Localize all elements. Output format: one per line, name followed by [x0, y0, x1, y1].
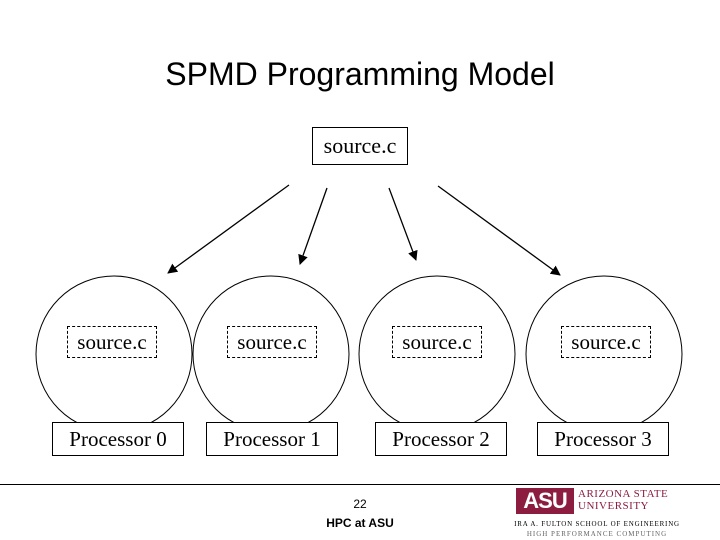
processor-1-source-copy: source.c — [227, 326, 317, 358]
source-file-box: source.c — [312, 127, 408, 165]
footer-text: HPC at ASU — [326, 516, 394, 530]
university-name-line1: ARIZONA STATE — [578, 488, 669, 500]
arrow-to-processor-0 — [167, 184, 290, 274]
processor-1-label: Processor 1 — [206, 422, 338, 456]
department-name: HIGH PERFORMANCE COMPUTING — [526, 530, 668, 538]
university-name-line2: UNIVERSITY — [578, 500, 649, 512]
processor-0-label: Processor 0 — [52, 422, 184, 456]
page-number: 22 — [353, 497, 367, 511]
processor-3-source-copy: source.c — [561, 326, 651, 358]
slide-title: SPMD Programming Model — [165, 56, 555, 92]
processor-3-label: Processor 3 — [537, 422, 669, 456]
arrow-to-processor-1 — [298, 187, 328, 265]
university-logo: ASU ARIZONA STATE UNIVERSITY IRA A. FULT… — [512, 488, 682, 538]
processor-2-label: Processor 2 — [375, 422, 507, 456]
arrow-to-processor-2 — [388, 187, 418, 261]
processor-2-source-copy: source.c — [392, 326, 482, 358]
processor-0-source-copy: source.c — [67, 326, 157, 358]
asu-logo-mark: ASU — [516, 488, 574, 514]
footer-divider — [0, 484, 720, 485]
school-name: IRA A. FULTON SCHOOL OF ENGINEERING — [514, 520, 680, 528]
university-name: ARIZONA STATE UNIVERSITY — [578, 488, 682, 512]
arrow-to-processor-3 — [437, 185, 561, 276]
